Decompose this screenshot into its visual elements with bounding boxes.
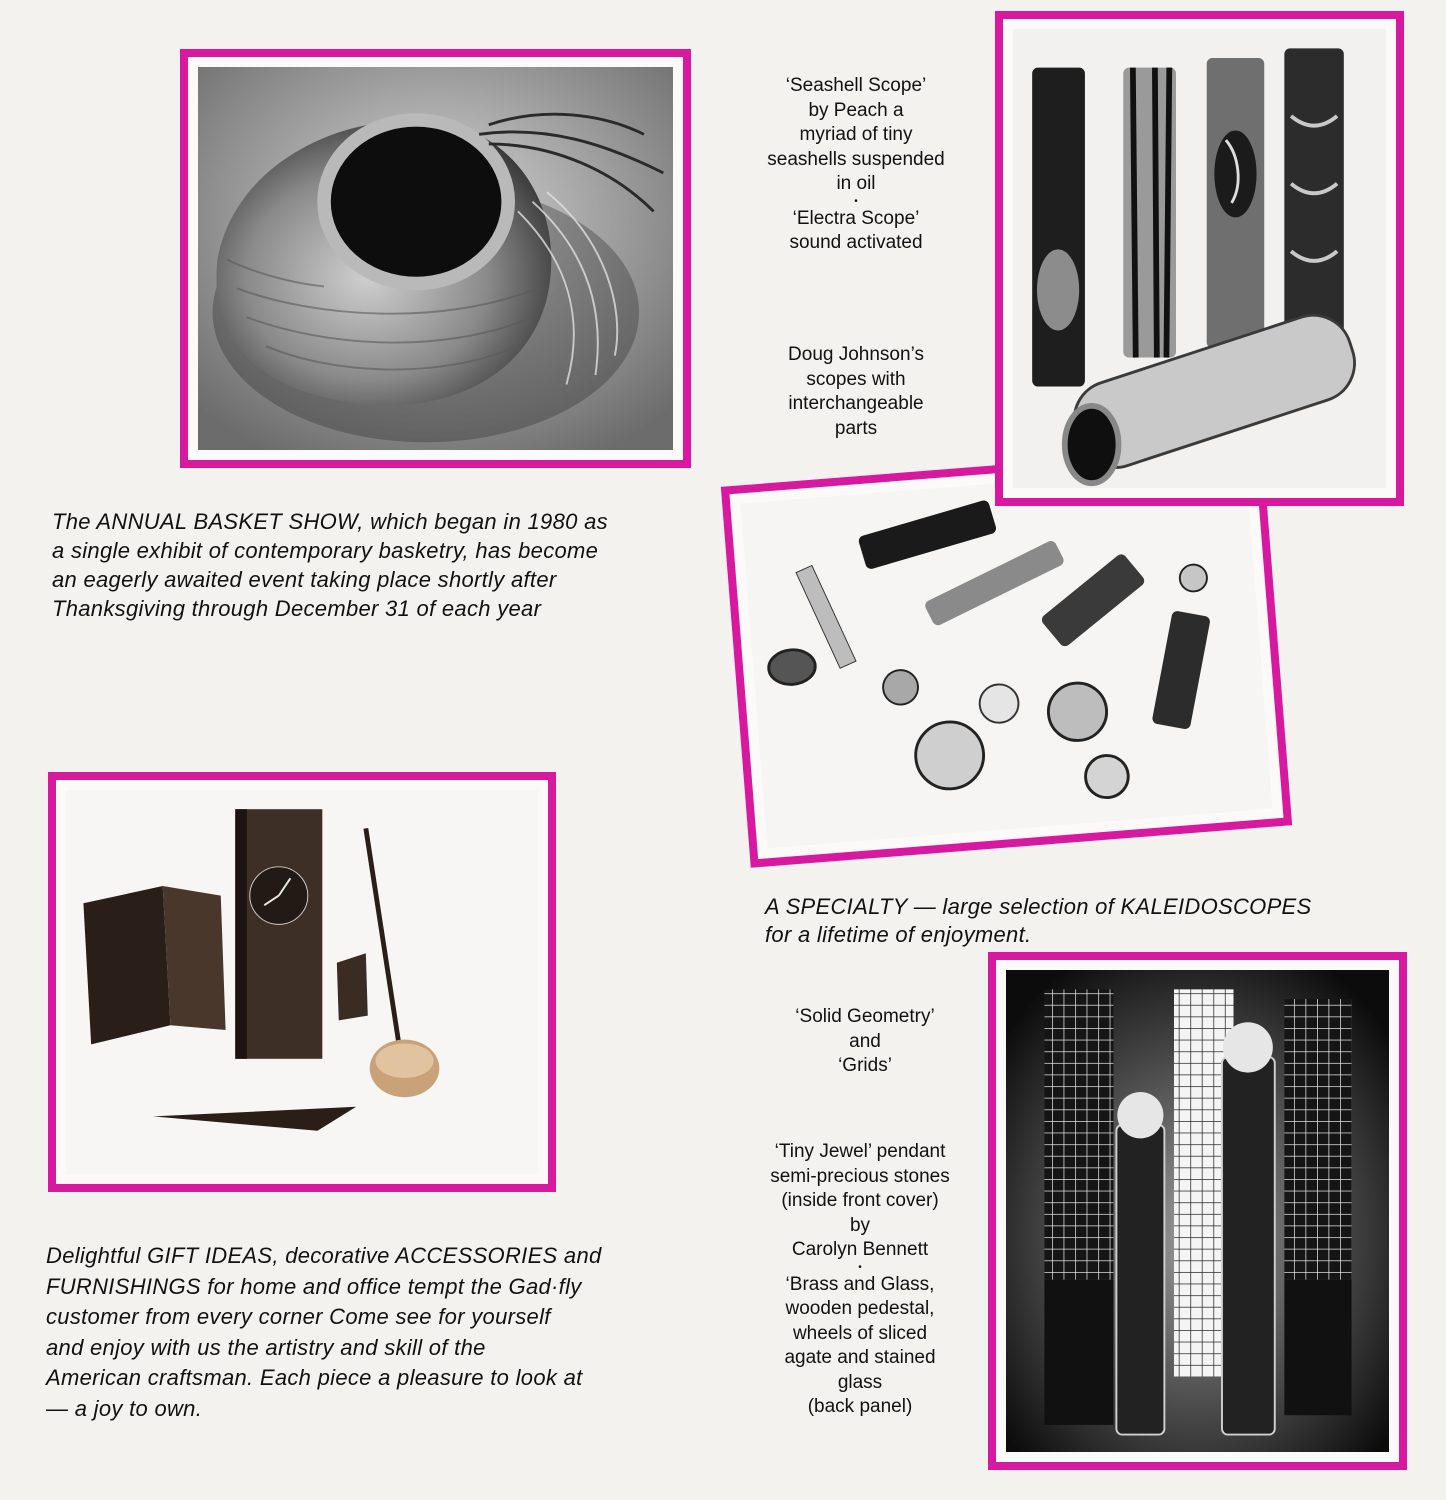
- bullet: •: [854, 195, 858, 207]
- caption-line: Thanksgiving through December 31 of each…: [52, 596, 542, 621]
- text-line: interchangeable: [788, 393, 924, 414]
- scopes-top-photo-frame: [995, 11, 1404, 506]
- text-line: (back panel): [807, 1396, 913, 1417]
- caption-line: — a joy to own.: [46, 1395, 203, 1421]
- bullet: •: [858, 1261, 862, 1273]
- text-line: scopes with: [806, 368, 906, 390]
- caption-line: a single exhibit of contemporary basketr…: [52, 538, 599, 563]
- text-line: Doug Johnson’s: [788, 344, 924, 365]
- text-line: ‘Electra Scope’: [792, 207, 920, 229]
- text-line: myriad of tiny: [799, 124, 913, 145]
- text-line: and: [849, 1030, 881, 1052]
- caption-line: A SPECIALTY — large selection of KALEIDO…: [765, 894, 1312, 919]
- text-line: parts: [834, 417, 878, 439]
- caption-line: The ANNUAL BASKET SHOW, which began in 1…: [52, 509, 608, 534]
- caption-line: Delightful GIFT IDEAS, decorative ACCESS…: [46, 1243, 602, 1268]
- text-line: ‘Solid Geometry’: [795, 1006, 935, 1027]
- caption-line: and enjoy with us the artistry and skill…: [46, 1334, 486, 1360]
- gifts-photo-frame: [48, 772, 556, 1192]
- text-line: ‘Brass and Glass,: [785, 1273, 935, 1295]
- jewel-brass-text: ‘Tiny Jewel’ pendant semi-precious stone…: [740, 1140, 980, 1420]
- specialty-caption: A SPECIALTY — large selection of KALEIDO…: [765, 893, 1312, 949]
- grid-scopes-photo-frame: [988, 952, 1407, 1470]
- text-line: seashells suspended: [767, 148, 945, 170]
- text-line: by: [849, 1214, 871, 1236]
- text-line: ‘Tiny Jewel’ pendant: [774, 1141, 946, 1162]
- text-line: wooden pedestal,: [785, 1298, 935, 1319]
- gifts-caption: Delightful GIFT IDEAS, decorative ACCESS…: [46, 1241, 602, 1424]
- text-line: Carolyn Bennett: [791, 1239, 929, 1260]
- text-line: wheels of sliced: [792, 1322, 928, 1344]
- gifts-photo: [66, 790, 538, 1174]
- text-line: ‘Seashell Scope’: [785, 75, 927, 96]
- text-line: sound activated: [789, 232, 923, 253]
- geometry-text: ‘Solid Geometry’ and ‘Grids’: [745, 1005, 985, 1079]
- caption-line: customer from every corner Come see for …: [46, 1304, 551, 1329]
- basket-photo-frame: [180, 49, 691, 468]
- scopes-top-photo: [1013, 29, 1386, 488]
- text-line: (inside front cover): [781, 1190, 939, 1211]
- caption-line: for a lifetime of enjoyment.: [765, 922, 1032, 947]
- scopes-top-text: ‘Seashell Scope’ by Peach a myriad of ti…: [736, 74, 976, 256]
- text-line: semi-precious stones: [770, 1165, 950, 1187]
- basket-photo: [198, 67, 673, 450]
- doug-johnson-text: Doug Johnson’s scopes with interchangeab…: [746, 343, 966, 441]
- kaleidoscope-parts-frame: [720, 444, 1293, 868]
- caption-line: an eagerly awaited event taking place sh…: [52, 567, 557, 592]
- text-line: in oil: [836, 173, 876, 194]
- text-line: glass: [837, 1371, 883, 1393]
- text-line: agate and stained: [784, 1347, 936, 1368]
- caption-line: American craftsman. Each piece a pleasur…: [46, 1365, 583, 1390]
- text-line: ‘Grids’: [838, 1055, 892, 1076]
- kaleidoscope-parts-photo: [740, 463, 1273, 849]
- grid-scopes-photo: [1006, 970, 1389, 1452]
- text-line: by Peach a: [808, 99, 904, 121]
- basket-caption: The ANNUAL BASKET SHOW, which began in 1…: [52, 507, 608, 623]
- caption-line: FURNISHINGS for home and office tempt th…: [46, 1273, 582, 1299]
